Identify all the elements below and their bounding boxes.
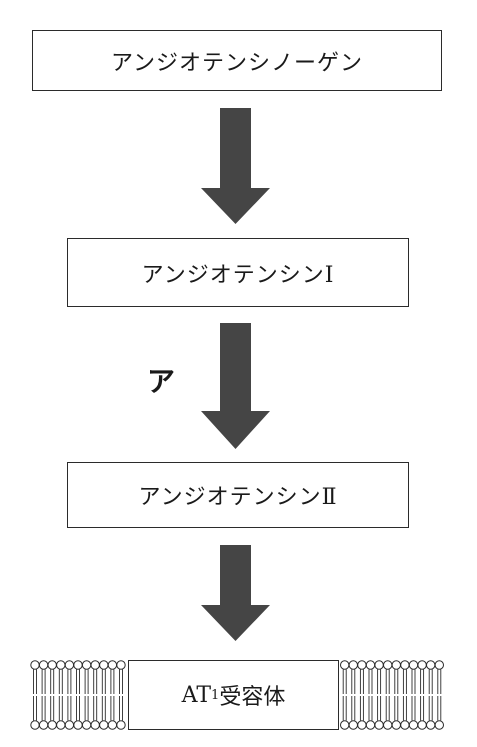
down-arrow-icon bbox=[201, 545, 270, 641]
enzyme-label: ア bbox=[147, 365, 176, 398]
angiotensin-ii-label: アンジオテンシンⅡ bbox=[138, 485, 338, 510]
receptor-subscript: 1 bbox=[211, 687, 220, 703]
angiotensin-ii-box: アンジオテンシンⅡ bbox=[67, 462, 409, 528]
receptor-suffix: 受容体 bbox=[219, 685, 286, 710]
angiotensinogen-box: アンジオテンシノーゲン bbox=[32, 30, 442, 91]
angiotensin-i-label: アンジオテンシンⅠ bbox=[141, 262, 335, 288]
lipid-bilayer-icon bbox=[30, 660, 126, 730]
down-arrow-icon bbox=[201, 108, 270, 224]
down-arrow-icon bbox=[201, 323, 270, 449]
angiotensinogen-label: アンジオテンシノーゲン bbox=[110, 50, 364, 76]
receptor-prefix: AT bbox=[181, 682, 212, 708]
angiotensin-i-box: アンジオテンシンⅠ bbox=[67, 238, 409, 307]
lipid-bilayer-icon bbox=[340, 660, 445, 730]
